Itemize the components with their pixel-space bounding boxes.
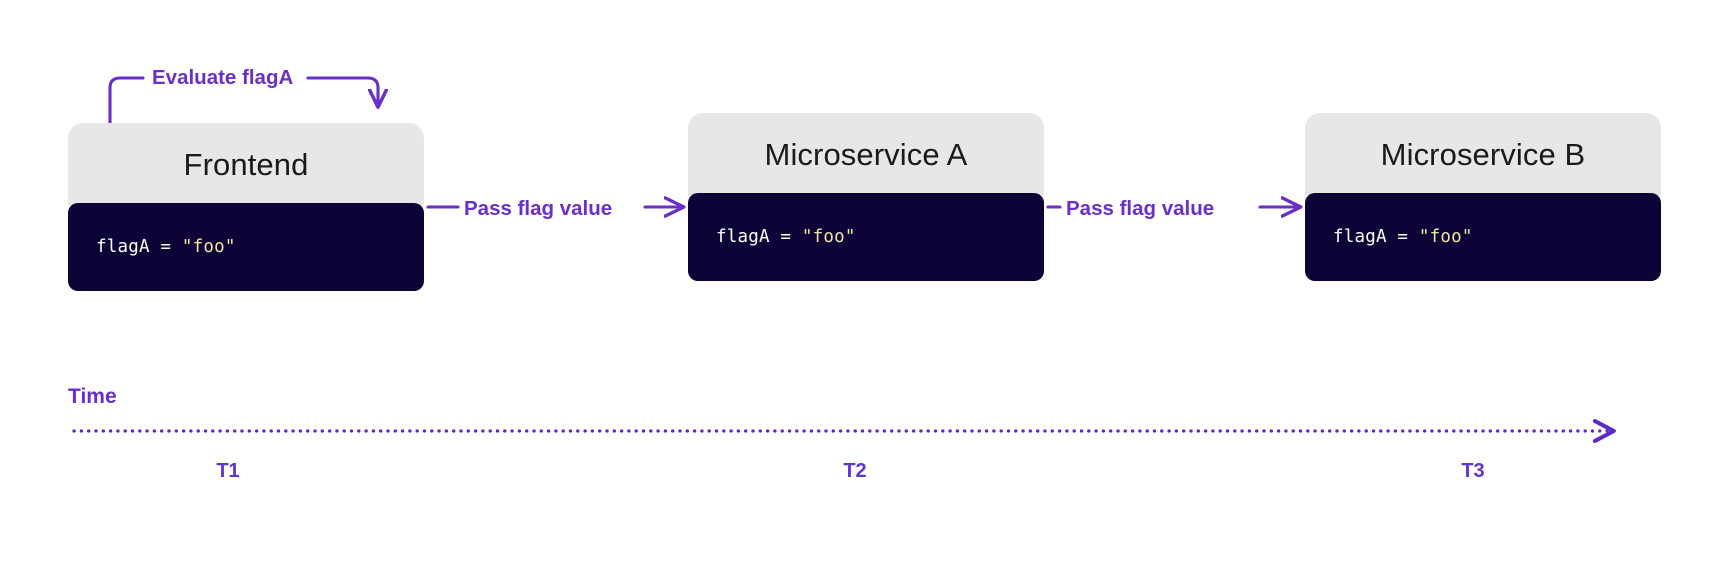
service-node-microservice-b[interactable]: Microservice B flagA = "foo" [1305, 113, 1661, 281]
service-title-frontend: Frontend [183, 146, 309, 182]
code-block-microservice-a: flagA = "foo" [688, 193, 1044, 281]
timeline-tick-t2: T2 [843, 460, 867, 482]
code-value-frontend: "foo" [181, 237, 236, 257]
code-line-frontend: flagA = "foo" [96, 237, 236, 257]
service-header-frontend: Frontend [68, 123, 424, 205]
service-header-microservice-b: Microservice B [1305, 113, 1661, 195]
edge-label-pass-flag-value-1: Pass flag value [464, 197, 613, 220]
service-header-microservice-a: Microservice A [688, 113, 1044, 195]
service-node-frontend[interactable]: Frontend flagA = "foo" [68, 123, 424, 291]
timeline-tick-t3: T3 [1461, 460, 1485, 482]
evaluate-flag-label: Evaluate flagA [152, 66, 294, 89]
code-value-microservice-b: "foo" [1418, 227, 1473, 247]
code-value-microservice-a: "foo" [801, 227, 856, 247]
code-block-microservice-b: flagA = "foo" [1305, 193, 1661, 281]
code-variable-microservice-a: flagA = [716, 227, 802, 247]
service-node-microservice-a[interactable]: Microservice A flagA = "foo" [688, 113, 1044, 281]
code-variable-microservice-b: flagA = [1333, 227, 1419, 247]
edge-label-pass-flag-value-2: Pass flag value [1066, 197, 1215, 220]
service-title-microservice-a: Microservice A [764, 136, 968, 172]
timeline-tick-t1: T1 [216, 460, 240, 482]
code-block-frontend: flagA = "foo" [68, 203, 424, 291]
code-line-microservice-a: flagA = "foo" [716, 227, 856, 247]
timeline-caption: Time [68, 385, 117, 408]
service-title-microservice-b: Microservice B [1380, 136, 1586, 172]
code-variable-frontend: flagA = [96, 237, 182, 257]
code-line-microservice-b: flagA = "foo" [1333, 227, 1473, 247]
